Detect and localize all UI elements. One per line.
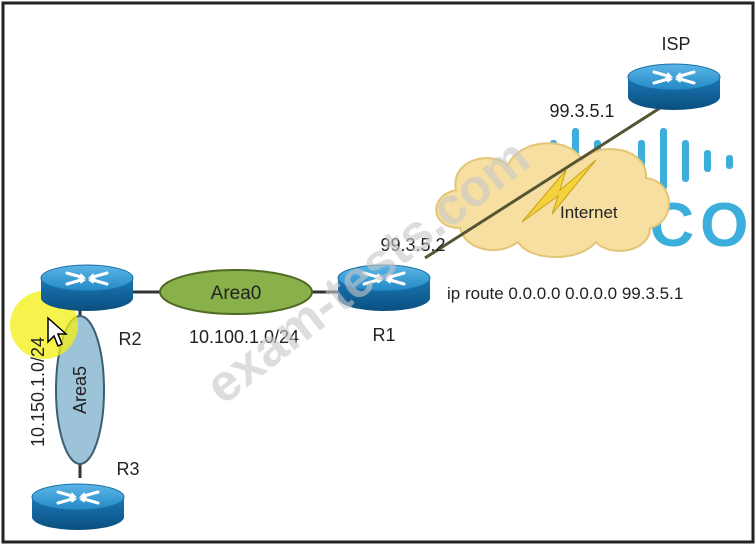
r1-wan-address: 99.3.5.2: [380, 235, 445, 255]
area5-ellipse: [55, 315, 105, 465]
area5-label: Area5: [70, 366, 90, 414]
mouse-cursor-icon: [47, 316, 68, 348]
router-r2: [39, 263, 135, 313]
static-route-command: ip route 0.0.0.0 0.0.0.0 99.3.5.1: [447, 284, 683, 303]
r1-label: R1: [372, 325, 395, 345]
r3-label: R3: [116, 459, 139, 479]
isp-wan-address: 99.3.5.1: [549, 101, 614, 121]
area0-subnet: 10.100.1.0/24: [189, 327, 299, 347]
area0-label: Area0: [211, 283, 262, 304]
isp-label: ISP: [661, 34, 690, 54]
wan-link: [424, 106, 661, 260]
router-r3: [30, 482, 126, 532]
area0-ellipse: [159, 269, 313, 315]
lightning-bolt: [521, 159, 597, 223]
router-isp: [626, 62, 722, 112]
internet-label: Internet: [560, 203, 618, 222]
area5-subnet: 10.150.1.0/24: [28, 337, 48, 447]
r2-label: R2: [118, 329, 141, 349]
